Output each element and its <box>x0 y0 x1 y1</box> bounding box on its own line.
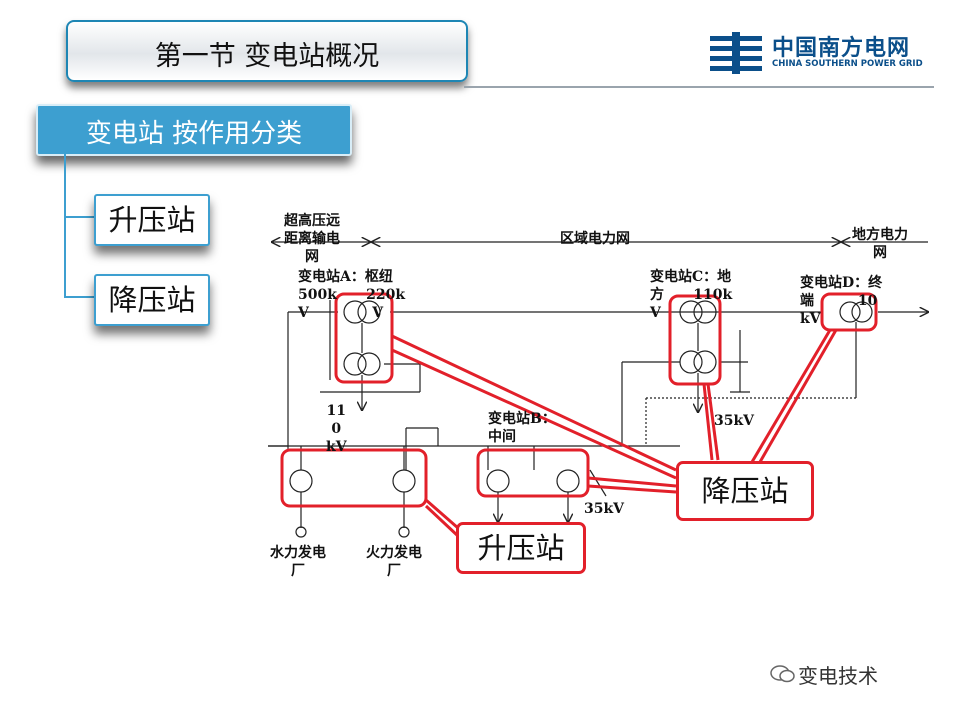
transformer-a2 <box>343 352 367 376</box>
category-box: 变电站 按作用分类 <box>36 104 352 156</box>
step-up-callout: 升压站 <box>456 522 586 574</box>
voltage-label-35kv-c: 35kV <box>714 413 755 429</box>
station-b-label: 变电站B： 中间 <box>488 411 556 445</box>
tree-branch <box>64 216 94 218</box>
zone-label-ehv: 超高压远 距离输电 网 <box>284 212 340 266</box>
category-title: 变电站 按作用分类 <box>85 119 303 149</box>
step-up-item: 升压站 <box>94 194 210 246</box>
transformer-b1 <box>486 469 510 493</box>
transformer-thermal <box>392 469 416 493</box>
zone-label-local: 地方电力 网 <box>852 226 908 262</box>
zone-label-regional: 区域电力网 <box>560 231 630 247</box>
tree-connector <box>64 154 66 298</box>
transformer-a1 <box>343 300 367 324</box>
company-logo: 中国南方电网 CHINA SOUTHERN POWER GRID <box>708 30 948 78</box>
transformer-c1 <box>679 300 703 324</box>
generator-thermal <box>398 526 410 538</box>
logo-name-en: CHINA SOUTHERN POWER GRID <box>772 59 923 69</box>
grid-logo-icon <box>710 32 762 74</box>
title-box: 第一节 变电站概况 <box>66 20 468 82</box>
station-c-label: 变电站C：地 方 110k V <box>650 269 733 321</box>
header-divider <box>464 86 934 88</box>
zone-label-ehv-text: 超高压远 距离输电 网 <box>284 213 340 265</box>
transformer-c2 <box>679 350 703 374</box>
highlight-station-a <box>334 292 394 384</box>
step-down-item: 降压站 <box>94 274 210 326</box>
transformer-hydro <box>289 469 313 493</box>
transformer-b2 <box>556 469 580 493</box>
station-a-label: 变电站A：枢纽 500k 220k V V <box>298 269 406 321</box>
thermal-plant-label: 火力发电 厂 <box>366 545 422 579</box>
logo-name-cn: 中国南方电网 <box>772 36 911 61</box>
zone-label-local-text: 地方电力 网 <box>852 227 908 261</box>
page-title: 第一节 变电站概况 <box>154 41 380 72</box>
voltage-label-110kv: 11 0 kV <box>326 403 347 455</box>
highlight-plants <box>280 448 428 508</box>
wechat-icon <box>770 665 795 683</box>
tree-branch <box>64 296 94 298</box>
highlight-station-d <box>820 292 878 332</box>
hydro-plant-label: 水力发电 厂 <box>270 545 326 579</box>
transformer-d <box>839 301 861 323</box>
highlight-station-c <box>668 294 722 386</box>
highlight-station-b <box>476 448 590 498</box>
generator-hydro <box>295 526 307 538</box>
step-down-callout: 降压站 <box>676 461 814 521</box>
voltage-label-35kv-b: 35kV <box>584 501 625 517</box>
station-d-label: 变电站D：终 端 10 kV <box>800 275 883 327</box>
watermark-text: 变电技术 <box>798 664 878 688</box>
